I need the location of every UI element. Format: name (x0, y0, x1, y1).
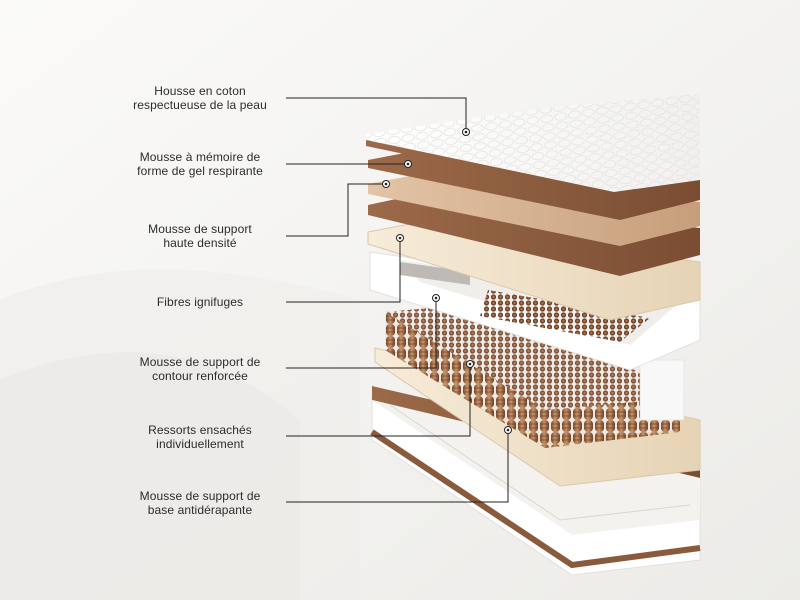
leader-line-cotton-cover (286, 97, 467, 132)
label-line: Mousse de support de (139, 489, 261, 503)
fabric-fold (0, 352, 300, 600)
label-line: base antidérapante (147, 503, 253, 517)
label-line: Mousse à mémoire de (139, 150, 261, 164)
marker-dot (432, 294, 440, 302)
marker-dot (462, 128, 470, 136)
label-pocket-springs: Ressorts ensachés individuellement (105, 423, 295, 451)
marker-dot (404, 160, 412, 168)
leader-line-high-density-foam (286, 183, 386, 237)
marker-dots (382, 128, 512, 434)
leader-lines (286, 97, 509, 503)
gel-memory-foam-layer (368, 152, 700, 220)
label-line: Ressorts ensachés (148, 423, 252, 437)
label-base-foam: Mousse de support de base antidérapante (105, 489, 295, 517)
marker-dot (382, 180, 390, 188)
label-cotton-cover: Housse en coton respectueuse de la peau (105, 84, 295, 112)
label-line: Mousse de support (148, 222, 252, 236)
marker-dot (466, 360, 474, 368)
leader-line-edge-support-foam (286, 298, 437, 369)
label-line: contour renforcée (152, 369, 248, 383)
label-line: respectueuse de la peau (133, 98, 267, 112)
marker-dot (396, 234, 404, 242)
label-line: individuellement (156, 437, 244, 451)
label-line: haute densité (163, 236, 237, 250)
label-edge-support-foam: Mousse de support de contour renforcée (105, 355, 295, 383)
high-density-foam-layer (368, 196, 700, 276)
label-line: Fibres ignifuges (156, 295, 244, 309)
marker-dot (504, 426, 512, 434)
tan-foam-layer (368, 176, 700, 246)
label-line: forme de gel respirante (137, 164, 263, 178)
leader-line-pocket-springs (286, 364, 471, 437)
leader-line-base-foam (286, 430, 509, 503)
cotton-cover-layer (366, 94, 700, 198)
label-gel-memory-foam: Mousse à mémoire de forme de gel respira… (105, 150, 295, 178)
label-line: Housse en coton (154, 84, 246, 98)
label-fire-fibres: Fibres ignifuges (105, 295, 295, 309)
label-line: Mousse de support de (139, 355, 261, 369)
pocket-springs-block (385, 300, 685, 448)
leader-line-fire-fibres (286, 238, 401, 303)
label-high-density-foam: Mousse de support haute densité (105, 222, 295, 250)
